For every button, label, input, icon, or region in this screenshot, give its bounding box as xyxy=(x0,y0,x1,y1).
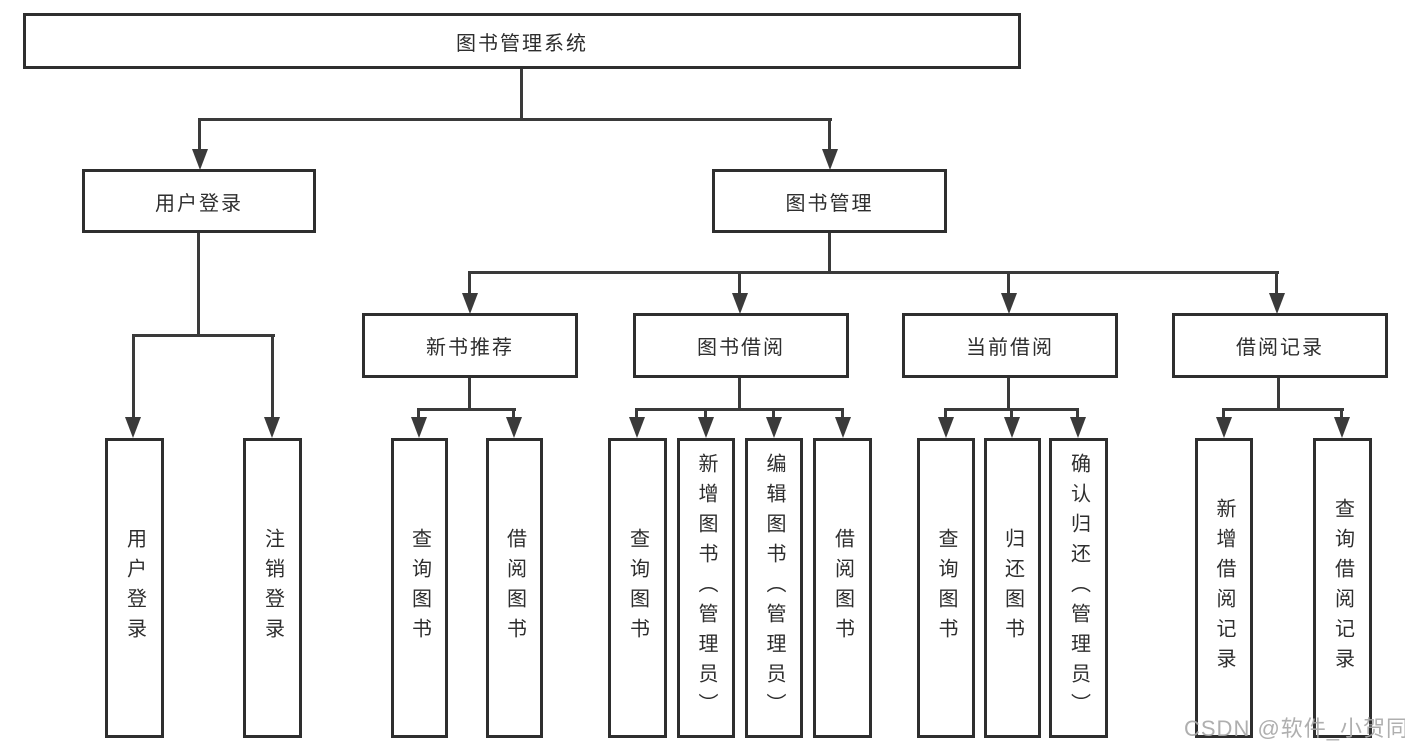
connector-line xyxy=(1007,271,1010,295)
node-current-borrow: 当前借阅 xyxy=(902,313,1118,378)
leaf-br-add-borrow-record: 新增借阅记录 xyxy=(1195,438,1253,738)
leaf-nbr-borrow-book-label: 借阅图书 xyxy=(503,528,526,648)
node-new-book-recommend-label: 新书推荐 xyxy=(426,337,514,359)
arrow-down-icon xyxy=(732,293,748,314)
leaf-bb-add-book-admin-label: 新增图书（管理员） xyxy=(695,453,717,723)
leaf-bb-borrow-book: 借阅图书 xyxy=(813,438,872,738)
connector-line xyxy=(1007,378,1010,410)
arrow-down-icon xyxy=(411,417,427,438)
connector-line xyxy=(828,118,831,152)
connector-line xyxy=(635,408,638,419)
leaf-cb-confirm-return-admin-label: 确认归还（管理员） xyxy=(1067,453,1090,723)
arrow-down-icon xyxy=(822,149,838,170)
connector-line xyxy=(1275,271,1278,295)
arrow-down-icon xyxy=(766,417,782,438)
arrow-down-icon xyxy=(698,417,714,438)
watermark: CSDN @软件_小贺同学 xyxy=(1184,716,1405,741)
connector-line xyxy=(1076,408,1079,419)
connector-line xyxy=(738,271,741,295)
connector-line xyxy=(704,408,707,419)
arrow-down-icon xyxy=(1269,293,1285,314)
leaf-logout-login: 注销登录 xyxy=(243,438,302,738)
connector-line xyxy=(520,68,523,120)
connector-line xyxy=(198,118,832,121)
leaf-nbr-borrow-book: 借阅图书 xyxy=(486,438,543,738)
leaf-user-login: 用户登录 xyxy=(105,438,164,738)
leaf-br-query-borrow-record-label: 查询借阅记录 xyxy=(1331,498,1354,678)
leaf-cb-query-book: 查询图书 xyxy=(917,438,975,738)
node-new-book-recommend: 新书推荐 xyxy=(362,313,578,378)
connector-line xyxy=(468,271,1279,274)
arrow-down-icon xyxy=(125,417,141,438)
connector-line xyxy=(271,334,274,418)
arrow-down-icon xyxy=(1216,417,1232,438)
arrow-down-icon xyxy=(192,149,208,170)
connector-line xyxy=(468,378,471,410)
leaf-nbr-query-book: 查询图书 xyxy=(391,438,448,738)
connector-line xyxy=(635,408,844,411)
node-current-borrow-label: 当前借阅 xyxy=(966,337,1054,359)
arrow-down-icon xyxy=(1001,293,1017,314)
connector-line xyxy=(772,408,775,419)
connector-line xyxy=(132,334,135,418)
leaf-bb-add-book-admin: 新增图书（管理员） xyxy=(677,438,735,738)
leaf-bb-edit-book-admin: 编辑图书（管理员） xyxy=(745,438,803,738)
node-book-management-label: 图书管理 xyxy=(785,192,874,215)
connector-line xyxy=(828,233,831,273)
leaf-nbr-query-book-label: 查询图书 xyxy=(408,528,431,648)
connector-line xyxy=(738,378,741,410)
leaf-cb-return-book-label: 归还图书 xyxy=(1001,528,1024,648)
leaf-bb-query-book: 查询图书 xyxy=(608,438,667,738)
arrow-down-icon xyxy=(629,417,645,438)
connector-line xyxy=(197,233,200,336)
node-root: 图书管理系统 xyxy=(23,13,1021,69)
node-book-borrow: 图书借阅 xyxy=(633,313,849,378)
connector-line xyxy=(417,408,516,411)
node-user-login: 用户登录 xyxy=(82,169,316,233)
leaf-bb-query-book-label: 查询图书 xyxy=(626,528,649,648)
node-book-borrow-label: 图书借阅 xyxy=(697,337,785,359)
connector-line xyxy=(132,334,275,337)
connector-line xyxy=(841,408,844,419)
leaf-cb-return-book: 归还图书 xyxy=(984,438,1041,738)
leaf-cb-confirm-return-admin: 确认归还（管理员） xyxy=(1049,438,1108,738)
arrow-down-icon xyxy=(506,417,522,438)
connector-line xyxy=(1222,408,1225,419)
leaf-user-login-label: 用户登录 xyxy=(123,528,146,648)
connector-line xyxy=(944,408,947,419)
arrow-down-icon xyxy=(938,417,954,438)
arrow-down-icon xyxy=(1004,417,1020,438)
leaf-cb-query-book-label: 查询图书 xyxy=(935,528,957,648)
connector-line xyxy=(468,271,471,295)
connector-line xyxy=(512,408,515,419)
node-book-management: 图书管理 xyxy=(712,169,947,233)
leaf-br-add-borrow-record-label: 新增借阅记录 xyxy=(1213,498,1235,678)
connector-line xyxy=(1277,378,1280,410)
node-user-login-label: 用户登录 xyxy=(155,192,243,215)
node-borrow-records: 借阅记录 xyxy=(1172,313,1388,378)
connector-line xyxy=(1340,408,1343,419)
arrow-down-icon xyxy=(835,417,851,438)
arrow-down-icon xyxy=(462,293,478,314)
arrow-down-icon xyxy=(1070,417,1086,438)
connector-line xyxy=(417,408,420,419)
leaf-br-query-borrow-record: 查询借阅记录 xyxy=(1313,438,1372,738)
node-root-label: 图书管理系统 xyxy=(456,32,588,55)
connector-line xyxy=(1222,408,1344,411)
leaf-logout-login-label: 注销登录 xyxy=(261,528,284,648)
connector-line xyxy=(198,118,201,152)
leaf-bb-borrow-book-label: 借阅图书 xyxy=(831,528,854,648)
connector-line xyxy=(1010,408,1013,419)
node-borrow-records-label: 借阅记录 xyxy=(1236,337,1324,359)
arrow-down-icon xyxy=(1334,417,1350,438)
leaf-bb-edit-book-admin-label: 编辑图书（管理员） xyxy=(763,453,785,723)
arrow-down-icon xyxy=(264,417,280,438)
